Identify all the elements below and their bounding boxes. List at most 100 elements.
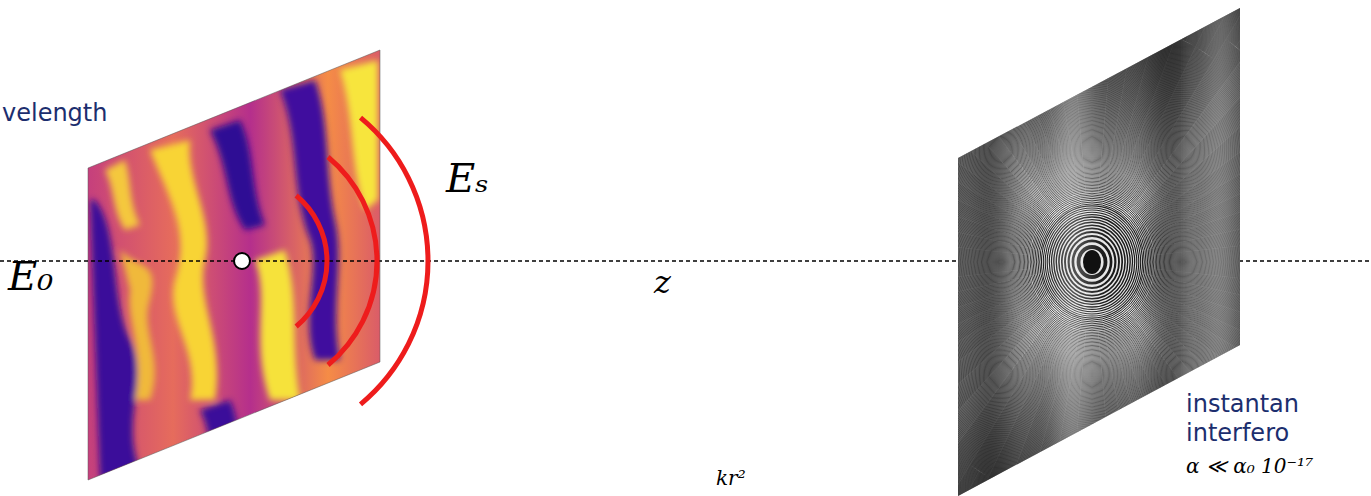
fringe <box>1018 180 1166 344</box>
fringe <box>1013 175 1170 350</box>
fringe <box>857 1 1327 496</box>
fringe <box>842 0 1342 496</box>
fringe <box>846 0 1338 496</box>
fringe <box>824 0 1361 496</box>
formula-fragment: kr² <box>716 468 746 488</box>
fringe <box>868 13 1317 496</box>
fringe <box>840 0 1344 496</box>
fringe <box>881 27 1304 496</box>
fringe <box>851 0 1333 496</box>
fringe <box>861 5 1324 496</box>
formula-fragment: α ≪ α₀ 10⁻¹⁷ <box>1186 456 1313 476</box>
caption-fragment: interfero <box>1186 421 1289 445</box>
fringe <box>856 0 1328 496</box>
fringe <box>838 0 1347 496</box>
fringe <box>861 5 1323 496</box>
scatterer <box>234 253 250 269</box>
fringe <box>865 10 1318 496</box>
fringe <box>828 0 1356 496</box>
fringe <box>851 0 1332 496</box>
fringe <box>818 0 1367 496</box>
fringe <box>837 0 1347 496</box>
fringe <box>866 11 1318 496</box>
fringe <box>886 34 1297 491</box>
axis-symbol: z <box>654 266 671 298</box>
fringe <box>816 0 1367 496</box>
fringe <box>834 0 1350 496</box>
fringe <box>855 0 1329 496</box>
fringe <box>822 0 1361 496</box>
fringe <box>862 7 1322 496</box>
fringe <box>843 0 1340 496</box>
fringe <box>850 0 1334 496</box>
fringe <box>833 0 1350 496</box>
fringe <box>882 29 1302 496</box>
fringe <box>829 0 1355 496</box>
fringe <box>827 0 1356 496</box>
fringe <box>831 0 1354 496</box>
fringe <box>825 0 1360 496</box>
fringe <box>852 0 1333 496</box>
fringe <box>889 37 1295 488</box>
fringe <box>882 28 1303 496</box>
fringe <box>893 41 1292 484</box>
caption-fragment: instantan <box>1186 392 1299 416</box>
fringe <box>860 4 1324 496</box>
fringe <box>826 0 1358 496</box>
fringe <box>846 0 1337 496</box>
fringe <box>1014 176 1169 348</box>
fringe <box>884 31 1301 494</box>
fringe <box>867 11 1318 496</box>
fringe <box>873 19 1310 496</box>
fringe <box>883 30 1301 495</box>
fringe <box>852 0 1332 496</box>
fringe <box>838 0 1345 496</box>
plane-outline <box>88 50 380 480</box>
fringe <box>851 0 1334 496</box>
field-symbol: Eₛ <box>446 158 489 198</box>
fringe <box>845 0 1339 496</box>
fringe <box>890 38 1293 486</box>
fringe <box>825 0 1358 496</box>
fringe <box>1025 187 1160 337</box>
fringe <box>831 0 1352 496</box>
fringe <box>863 8 1320 496</box>
fringe <box>1043 208 1140 316</box>
fringe <box>832 0 1352 496</box>
fringe <box>1010 171 1174 353</box>
fringe <box>834 0 1349 496</box>
fringe <box>1036 200 1147 324</box>
fringe <box>827 0 1357 496</box>
fringe <box>862 6 1323 496</box>
fringe <box>842 0 1341 496</box>
fringe <box>1017 178 1167 345</box>
caption-fragment: velength <box>2 101 107 125</box>
fringe <box>1033 197 1151 328</box>
fringe <box>879 25 1305 496</box>
fringe <box>843 0 1342 496</box>
fringe <box>835 0 1349 496</box>
fringe <box>830 0 1354 496</box>
fringe <box>819 0 1366 496</box>
fringe <box>841 0 1343 496</box>
fringe <box>817 0 1366 496</box>
fringe <box>885 33 1298 492</box>
fringe <box>888 36 1296 489</box>
fringe <box>893 41 1291 483</box>
fringe <box>877 23 1306 496</box>
fringe <box>818 0 1365 496</box>
phase-map <box>80 40 390 490</box>
fringe <box>820 0 1363 496</box>
fringe <box>840 0 1344 496</box>
fringe <box>867 12 1317 496</box>
fringe <box>870 16 1314 496</box>
fringe <box>890 38 1294 487</box>
fringe <box>852 0 1331 496</box>
fringe <box>837 0 1346 496</box>
fringe <box>855 0 1330 496</box>
fringe <box>859 3 1324 496</box>
wavefront <box>296 195 327 326</box>
fringe <box>871 16 1314 496</box>
fringe <box>1041 206 1142 318</box>
